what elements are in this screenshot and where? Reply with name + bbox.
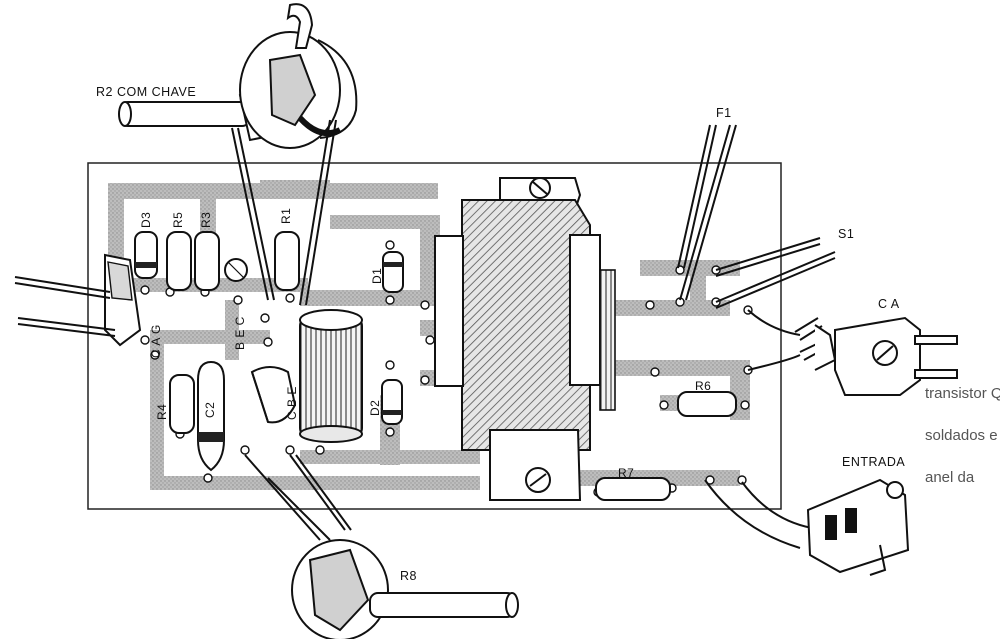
- label-r2: R2 COM CHAVE: [96, 85, 196, 99]
- power-transistor: [250, 366, 297, 424]
- label-r3: R3: [199, 212, 213, 228]
- input-jack: [704, 478, 910, 576]
- potentiometer-r2: [118, 3, 358, 306]
- label-d3: D3: [139, 212, 153, 228]
- label-c2: C2: [203, 402, 217, 418]
- partial-text-line: anel da: [925, 469, 975, 486]
- label-r5: R5: [171, 212, 185, 228]
- fuse-f1-leads: [677, 124, 737, 301]
- resistors: [134, 231, 737, 501]
- pcb-pads: [140, 240, 753, 497]
- label-entrada: ENTRADA: [842, 455, 905, 469]
- transformer: [434, 177, 616, 501]
- ac-plug: [747, 309, 958, 396]
- switch-s1-leads: [715, 237, 836, 309]
- label-r1: R1: [279, 208, 293, 224]
- label-r6: R6: [695, 379, 711, 393]
- electrolytic-capacitor: [299, 309, 363, 443]
- label-f1: F1: [716, 106, 732, 120]
- label-r4: R4: [155, 404, 169, 420]
- label-r7: R7: [618, 466, 634, 480]
- partial-text-line: transistor Q1 de: [925, 385, 1000, 402]
- label-cbe: C B E: [285, 386, 299, 420]
- label-ca: C A: [878, 297, 900, 311]
- label-d2: D2: [368, 400, 382, 416]
- label-r8: R8: [400, 569, 417, 583]
- label-s1: S1: [838, 227, 854, 241]
- potentiometer-r8: [244, 454, 519, 639]
- label-bec: B E C: [233, 316, 247, 350]
- partial-text-line: soldados e: [925, 427, 998, 444]
- labels: R2 COM CHAVE F1 S1 C A ENTRADA R8 R7 R6 …: [96, 85, 905, 583]
- capacitor-c2: [197, 360, 225, 472]
- label-d1: D1: [370, 268, 384, 284]
- label-cag: C A G: [149, 324, 163, 358]
- background-text: transistor Q1 de soldados e anel da: [925, 385, 1000, 486]
- regulator-heatsink: [104, 253, 142, 347]
- small-transistor: [224, 258, 248, 282]
- left-leads: [14, 276, 116, 337]
